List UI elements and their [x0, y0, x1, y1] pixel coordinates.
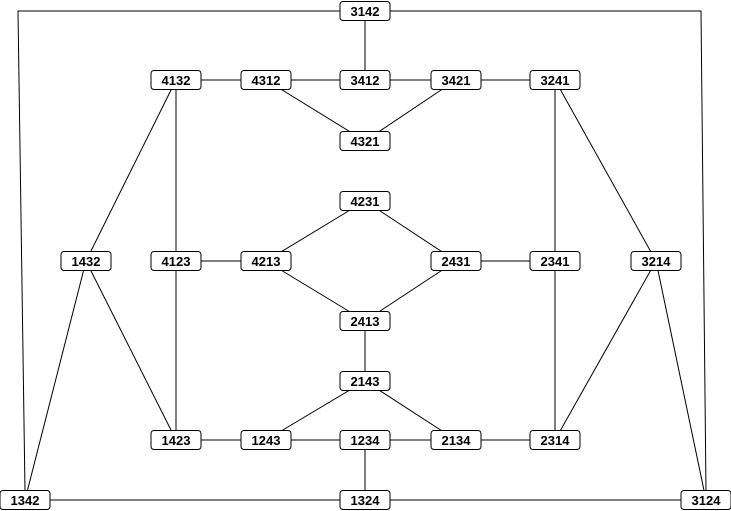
node-1342: 1342	[0, 490, 51, 510]
node-label: 1324	[351, 493, 381, 508]
node-label: 3142	[351, 4, 380, 19]
node-4213: 4213	[240, 251, 292, 271]
edge-3142-1342	[17, 10, 340, 492]
node-label: 3241	[541, 73, 570, 88]
node-2341: 2341	[529, 251, 581, 271]
node-label: 3124	[692, 493, 722, 508]
node-box	[0, 490, 51, 510]
node-label: 4231	[351, 194, 380, 209]
node-box	[150, 251, 202, 271]
node-box	[339, 191, 391, 211]
node-label: 4321	[351, 134, 380, 149]
node-label: 4123	[162, 254, 191, 269]
node-box	[150, 430, 202, 450]
node-box	[430, 430, 482, 450]
node-box	[630, 251, 682, 271]
node-box	[240, 251, 292, 271]
node-2314: 2314	[529, 430, 581, 450]
node-box	[529, 70, 581, 90]
node-box	[339, 490, 391, 510]
node-4132: 4132	[150, 70, 202, 90]
node-box	[529, 430, 581, 450]
edge-1432-1423	[85, 260, 177, 441]
node-3124: 3124	[680, 490, 731, 510]
node-3142: 3142	[339, 1, 391, 21]
node-label: 2143	[351, 374, 380, 389]
node-3241: 3241	[529, 70, 581, 90]
node-label: 2341	[541, 254, 570, 269]
node-box	[339, 371, 391, 391]
node-label: 3421	[442, 73, 471, 88]
node-1423: 1423	[150, 430, 202, 450]
edge-1432-1342	[24, 260, 87, 501]
node-label: 4312	[252, 73, 281, 88]
node-label: 1234	[351, 433, 381, 448]
edge-3214-3124	[655, 260, 707, 501]
edge-3142-3124	[390, 10, 707, 492]
edge-4312-4321	[265, 79, 366, 142]
edge-3421-4321	[364, 79, 457, 142]
node-2431: 2431	[430, 251, 482, 271]
node-1234: 1234	[339, 430, 391, 450]
node-1324: 1324	[339, 490, 391, 510]
node-box	[60, 251, 112, 271]
node-4321: 4321	[339, 131, 391, 151]
node-box	[339, 430, 391, 450]
node-box	[680, 490, 731, 510]
node-box	[529, 251, 581, 271]
node-2143: 2143	[339, 371, 391, 391]
node-4312: 4312	[240, 70, 292, 90]
node-1432: 1432	[60, 251, 112, 271]
node-3421: 3421	[430, 70, 482, 90]
node-box	[339, 311, 391, 331]
node-label: 4213	[252, 254, 281, 269]
node-box	[339, 131, 391, 151]
node-label: 3412	[351, 73, 380, 88]
node-box	[150, 70, 202, 90]
node-2134: 2134	[430, 430, 482, 450]
node-box	[240, 430, 292, 450]
node-label: 1243	[252, 433, 281, 448]
edge-4132-1432	[85, 79, 177, 262]
node-4231: 4231	[339, 191, 391, 211]
node-2413: 2413	[339, 311, 391, 331]
node-3412: 3412	[339, 70, 391, 90]
edge-3214-2314	[554, 260, 657, 441]
node-1243: 1243	[240, 430, 292, 450]
node-box	[430, 70, 482, 90]
node-3214: 3214	[630, 251, 682, 271]
node-label: 2413	[351, 314, 380, 329]
node-box	[240, 70, 292, 90]
node-box	[339, 70, 391, 90]
node-label: 1423	[162, 433, 191, 448]
node-box	[430, 251, 482, 271]
node-label: 2431	[442, 254, 471, 269]
node-label: 1342	[11, 493, 40, 508]
node-box	[339, 1, 391, 21]
node-label: 4132	[162, 73, 191, 88]
edge-3241-3214	[554, 79, 657, 262]
node-label: 2134	[442, 433, 472, 448]
node-4123: 4123	[150, 251, 202, 271]
node-label: 2314	[541, 433, 571, 448]
node-label: 1432	[72, 254, 101, 269]
node-label: 3214	[642, 254, 672, 269]
